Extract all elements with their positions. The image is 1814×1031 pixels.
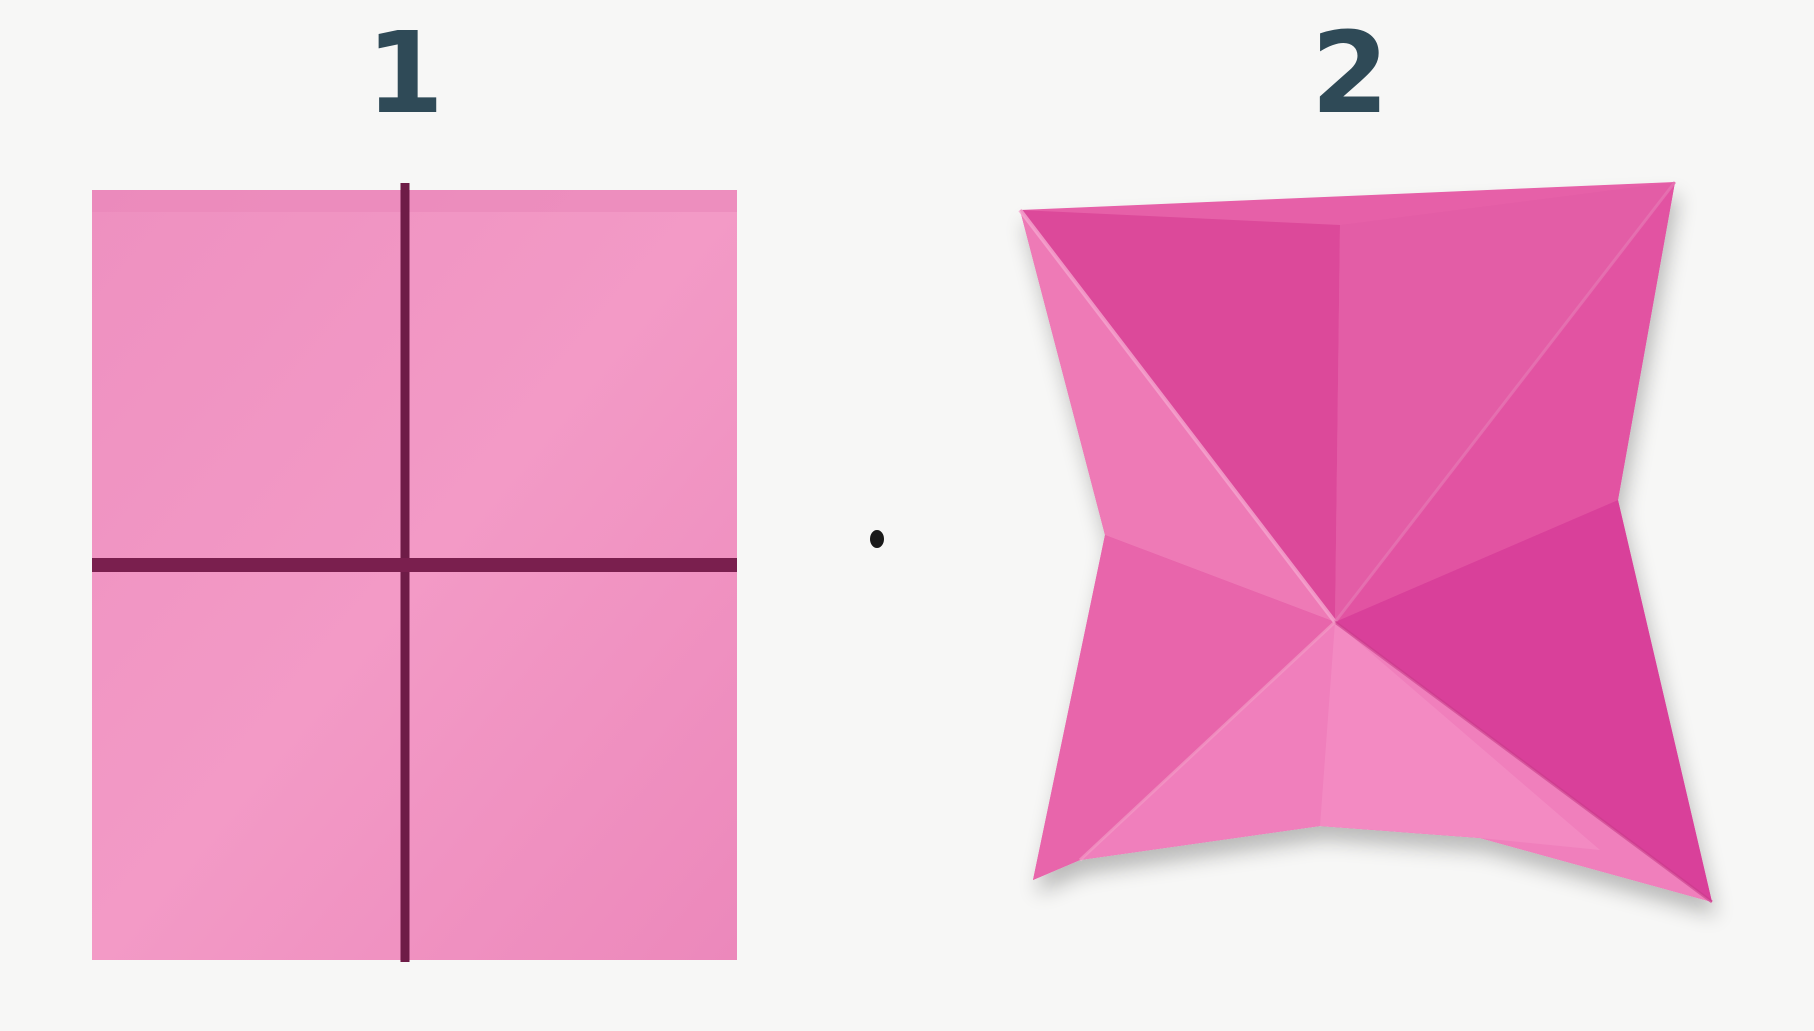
step-1-square-paper bbox=[92, 183, 737, 962]
step-2-folded-paper bbox=[1020, 182, 1712, 902]
paper-top-edge bbox=[92, 190, 737, 212]
square-paper bbox=[92, 190, 737, 960]
small-dot-mark bbox=[870, 530, 884, 548]
